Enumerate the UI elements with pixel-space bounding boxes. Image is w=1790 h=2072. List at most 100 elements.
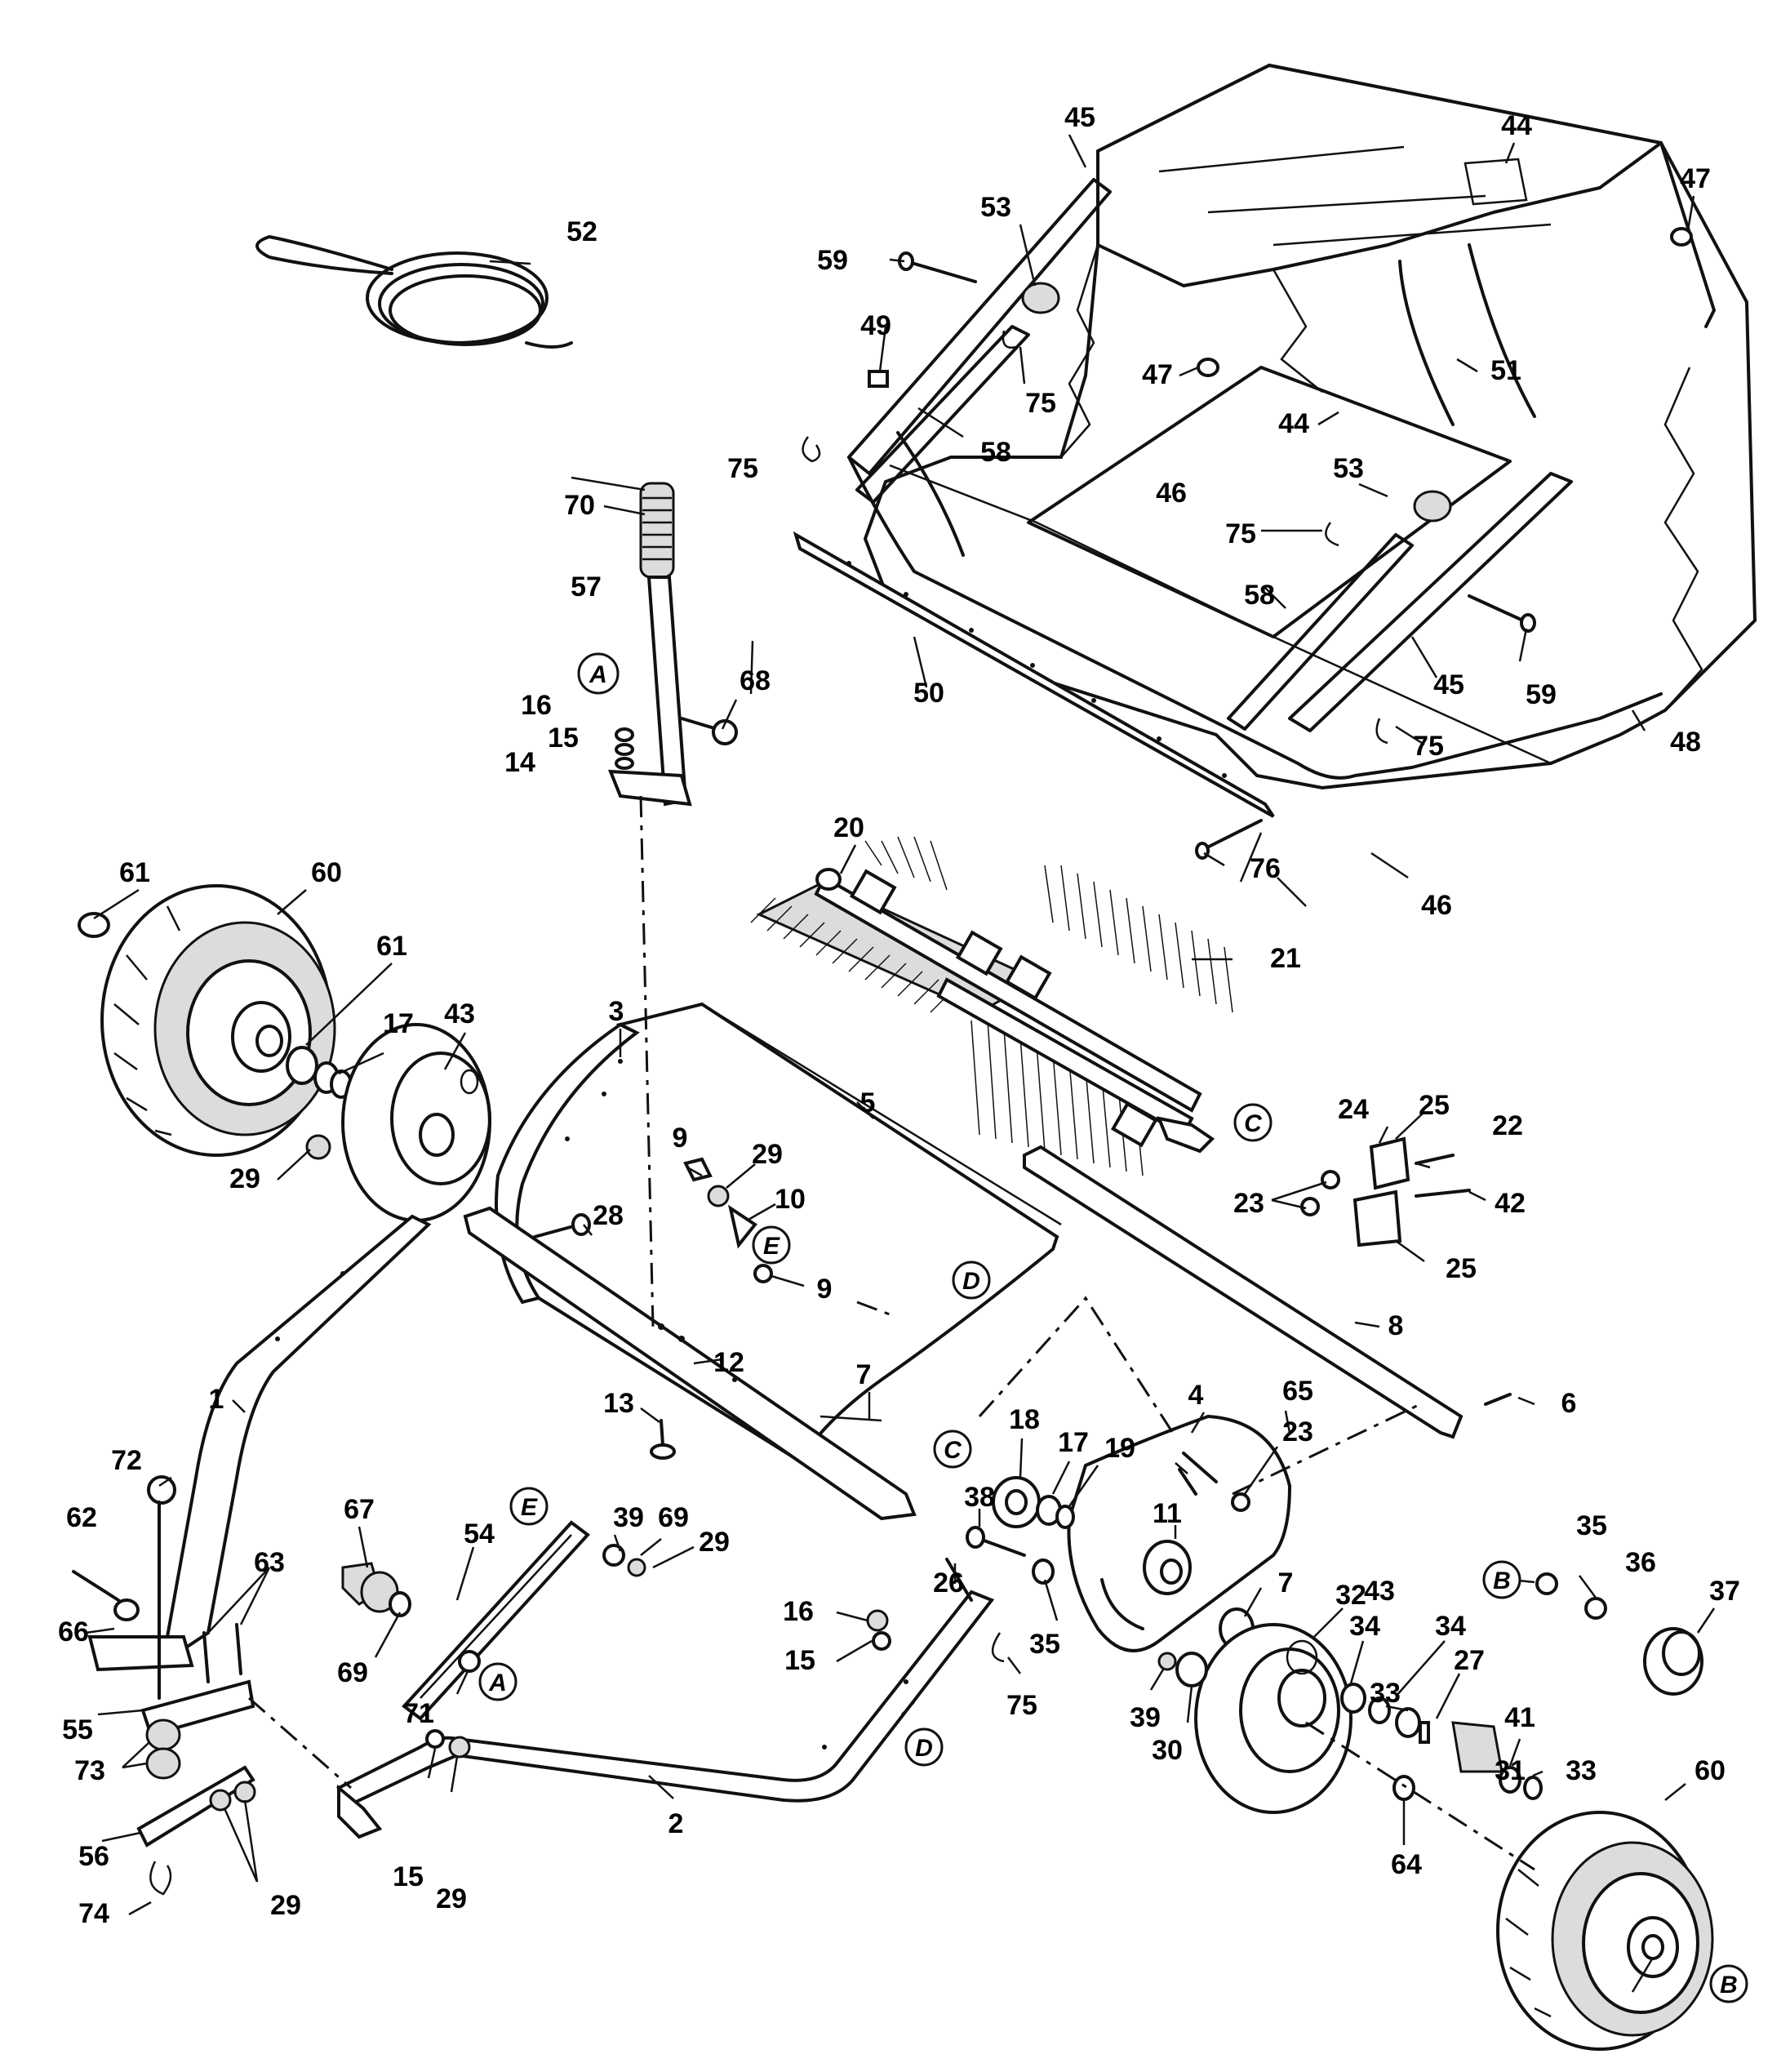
part-label: 75 bbox=[1025, 388, 1056, 419]
gear-housing-right bbox=[1157, 1623, 1543, 1814]
part-label: 21 bbox=[1270, 943, 1301, 974]
part-label: 46 bbox=[1156, 478, 1187, 509]
part-label: 63 bbox=[254, 1547, 285, 1578]
part-label: 16 bbox=[783, 1596, 814, 1627]
part-label: 45 bbox=[1064, 102, 1095, 133]
part-label: 4 bbox=[1188, 1380, 1204, 1411]
part-label: 53 bbox=[980, 192, 1011, 223]
part-label: 10 bbox=[775, 1184, 806, 1215]
part-label: 7 bbox=[856, 1359, 872, 1390]
part-label: 76 bbox=[1250, 853, 1281, 884]
part-label: 13 bbox=[603, 1388, 634, 1419]
part-label: 66 bbox=[58, 1616, 89, 1647]
part-label: 43 bbox=[444, 998, 475, 1029]
part-label: 75 bbox=[1225, 518, 1256, 549]
part-label: 70 bbox=[564, 490, 595, 521]
part-label: 46 bbox=[1421, 890, 1452, 921]
part-label: 75 bbox=[1413, 731, 1444, 762]
part-label: 37 bbox=[1709, 1576, 1740, 1607]
callout-a-arm: A bbox=[478, 1662, 517, 1701]
hopper-bag bbox=[793, 63, 1757, 860]
callout-c-plate: C bbox=[933, 1430, 972, 1469]
part-label: 18 bbox=[1009, 1404, 1040, 1435]
part-label: 22 bbox=[1492, 1110, 1523, 1141]
part-label: 25 bbox=[1446, 1253, 1477, 1284]
hood-assembly bbox=[463, 1002, 1062, 1521]
cable-coil bbox=[255, 235, 573, 349]
part-label: 17 bbox=[1058, 1427, 1089, 1458]
part-label: 68 bbox=[740, 665, 771, 696]
part-label: 38 bbox=[964, 1482, 995, 1513]
part-label: 53 bbox=[1333, 453, 1364, 484]
part-label: 23 bbox=[1233, 1188, 1264, 1219]
adjust-lever bbox=[607, 482, 738, 807]
leader-lines bbox=[85, 134, 1716, 1993]
part-label: 59 bbox=[1526, 679, 1557, 710]
part-label: 23 bbox=[1282, 1416, 1313, 1447]
part-label: 1 bbox=[209, 1384, 224, 1415]
part-label: 67 bbox=[344, 1494, 375, 1525]
part-label: 12 bbox=[713, 1347, 744, 1378]
callout-e-hood: E bbox=[752, 1225, 791, 1265]
part-label: 20 bbox=[833, 812, 864, 843]
part-label: 58 bbox=[980, 437, 1011, 468]
part-label: 60 bbox=[311, 857, 342, 888]
svg-text:E: E bbox=[521, 1494, 538, 1521]
part-label: 35 bbox=[1576, 1510, 1607, 1541]
part-label: 75 bbox=[727, 453, 758, 484]
callout-e-arm: E bbox=[509, 1487, 549, 1526]
part-label: 65 bbox=[1282, 1376, 1313, 1407]
part-label: 19 bbox=[1104, 1433, 1135, 1464]
part-label: 51 bbox=[1490, 355, 1521, 386]
callout-b-wheel: B bbox=[1709, 1964, 1748, 2003]
part-label: 29 bbox=[229, 1163, 260, 1194]
axle-parts bbox=[966, 1476, 1075, 1585]
hub-cap bbox=[1535, 1572, 1703, 1696]
svg-text:C: C bbox=[1244, 1110, 1263, 1137]
small-hardware bbox=[425, 1157, 1197, 1759]
part-label: 25 bbox=[1419, 1090, 1450, 1121]
part-label: 49 bbox=[860, 310, 891, 341]
callout-c-brush: C bbox=[1233, 1103, 1273, 1142]
part-label: 61 bbox=[119, 857, 150, 888]
part-label: 24 bbox=[1338, 1094, 1369, 1125]
adjust-arm bbox=[341, 1520, 646, 1721]
part-label: 61 bbox=[376, 931, 407, 962]
part-label: 9 bbox=[673, 1123, 688, 1154]
callout-d-hood: D bbox=[952, 1261, 991, 1300]
part-label: 47 bbox=[1680, 163, 1711, 194]
part-label: 33 bbox=[1370, 1678, 1401, 1709]
svg-text:D: D bbox=[962, 1268, 980, 1295]
part-label: 59 bbox=[817, 245, 848, 276]
part-number-labels: 45 44 47 52 53 59 49 75 51 47 44 75 58 4… bbox=[58, 102, 1740, 1929]
part-label: 28 bbox=[593, 1200, 624, 1231]
part-label: 29 bbox=[699, 1527, 730, 1558]
svg-text:B: B bbox=[1493, 1567, 1511, 1594]
handle-left bbox=[87, 1214, 432, 1672]
part-label: 44 bbox=[1278, 408, 1309, 439]
rear-bar bbox=[1023, 1145, 1464, 1439]
part-label: 15 bbox=[393, 1861, 424, 1892]
part-label: 34 bbox=[1349, 1611, 1380, 1642]
part-label: 73 bbox=[74, 1755, 105, 1786]
svg-text:A: A bbox=[589, 661, 607, 688]
part-label: 16 bbox=[521, 690, 552, 721]
part-label: 54 bbox=[464, 1518, 495, 1550]
callout-a-lever: A bbox=[577, 652, 620, 695]
part-label: 44 bbox=[1501, 110, 1532, 141]
part-label: 11 bbox=[1153, 1498, 1182, 1529]
part-label: 5 bbox=[860, 1087, 876, 1118]
brush-assembly bbox=[750, 836, 1233, 1176]
part-label: 8 bbox=[1388, 1310, 1404, 1341]
part-label: 29 bbox=[436, 1883, 467, 1914]
part-label: 57 bbox=[571, 571, 602, 602]
part-label: 74 bbox=[78, 1898, 109, 1929]
part-label: 7 bbox=[1278, 1567, 1294, 1598]
svg-text:B: B bbox=[1720, 1972, 1738, 1999]
part-label: 26 bbox=[933, 1567, 964, 1598]
part-label: 27 bbox=[1454, 1645, 1485, 1676]
part-label: 15 bbox=[784, 1645, 815, 1676]
part-label: 52 bbox=[566, 216, 597, 247]
